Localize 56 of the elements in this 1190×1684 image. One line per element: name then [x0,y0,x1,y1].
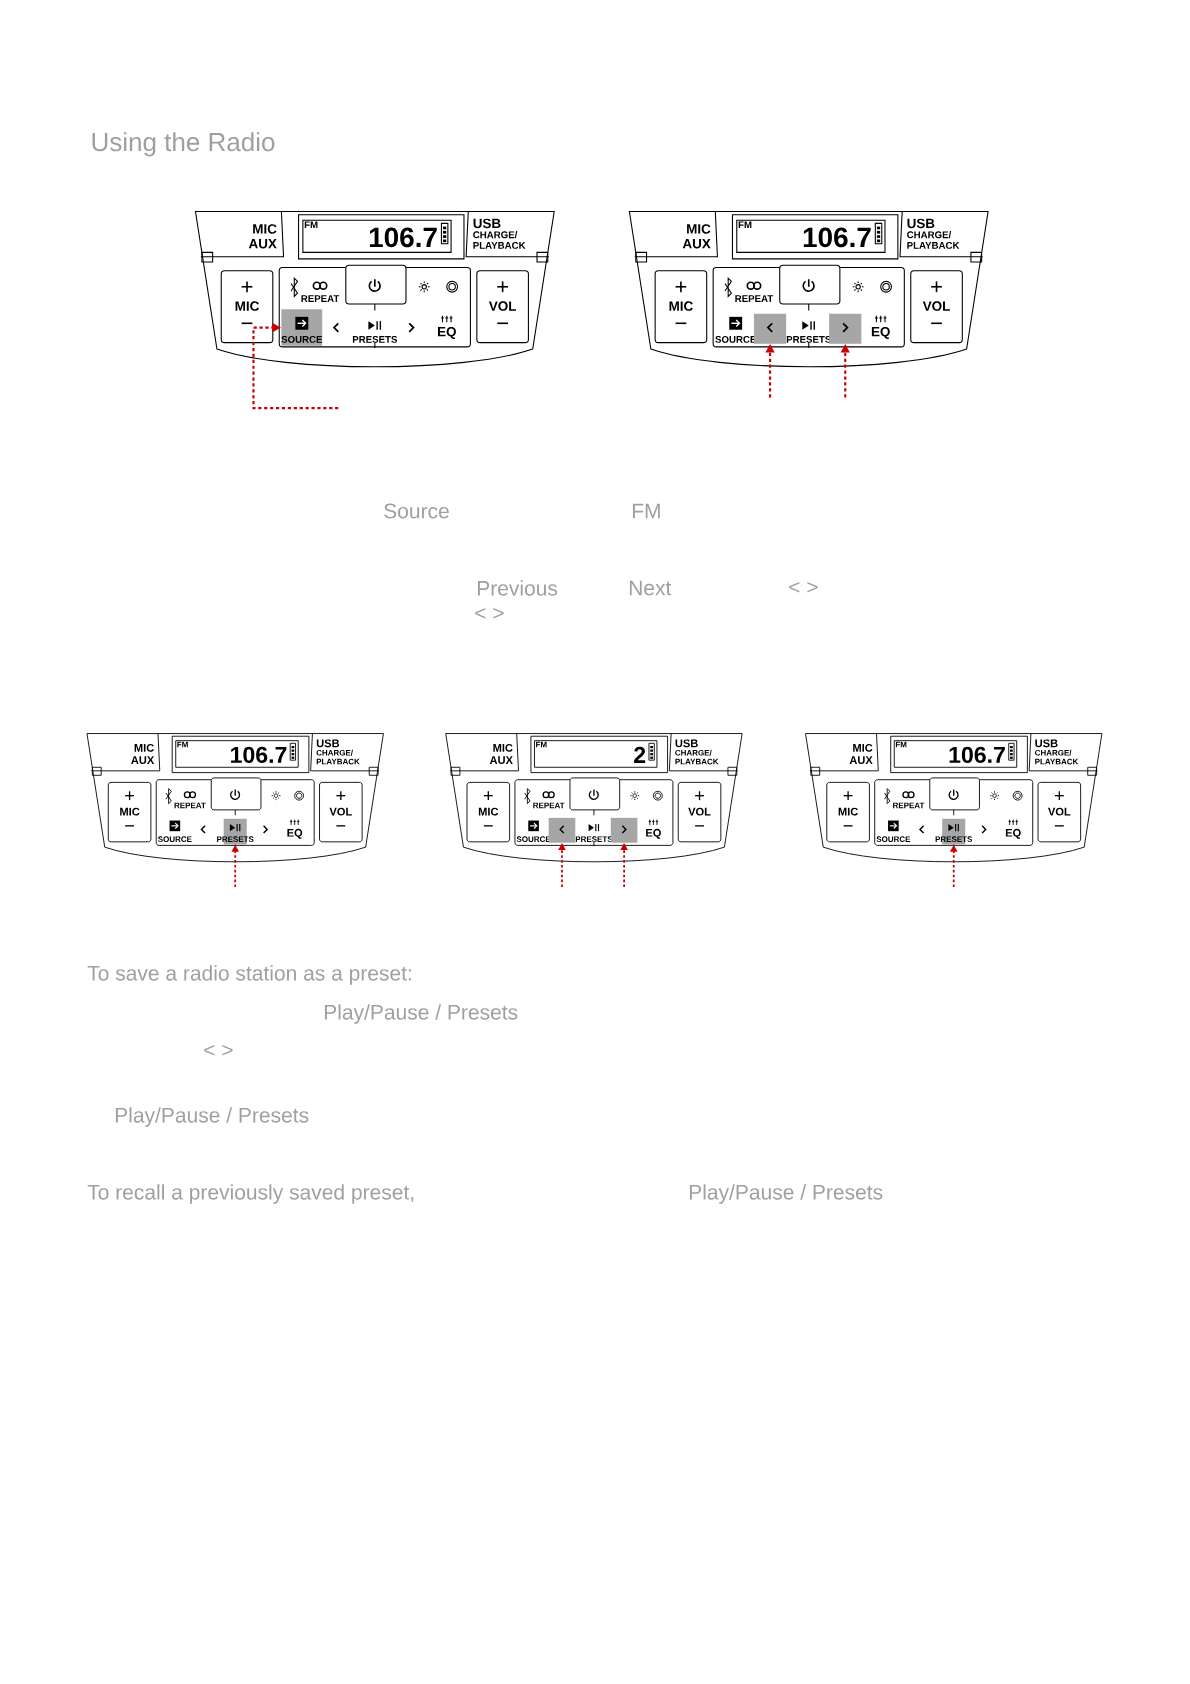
panel-label: VOL [922,301,950,311]
panel-label: 106.7 [949,746,1005,764]
instruction-text: To save a radio station as a preset: [87,965,411,985]
highlighted-button: SOURCE [281,309,323,346]
panel-label: REPEAT [301,295,340,302]
instruction-text: Play/Pause / Presets [324,1004,518,1024]
panel-label: VOL [1048,807,1071,816]
highlighted-button [829,313,862,344]
panel-label: USB [1035,739,1058,748]
instruction-text: < > [789,581,818,593]
instruction-text: Play/Pause / Presets [115,1107,309,1127]
instruction-text: Previous [477,580,558,596]
panel-label: MIC [235,301,259,311]
panel-label: EQ [287,828,303,839]
instruction-text: FM [632,503,660,519]
panel-label: 106.7 [369,227,437,248]
panel-label: MIC [838,807,858,816]
instruction-text: Source [384,503,449,519]
panel-label: MIC AUX [682,224,711,249]
panel-label: FM [738,221,752,229]
panel-label: SOURCE [715,335,756,343]
panel-label: VOL [329,807,352,816]
panel-label: VOL [688,807,711,816]
panel-label: 106.7 [231,746,287,764]
panel-label: CHARGE/ PLAYBACK [907,231,960,249]
panel-label: PRESETS [786,335,831,343]
panel-label: MIC AUX [849,743,873,764]
instruction-text: < > [204,1044,233,1056]
highlighted-button [548,817,576,843]
panel-label: MIC [120,807,140,816]
heading: Using the Radio [92,132,275,157]
instruction-text: Next [629,580,672,596]
instruction-text: To recall a previously saved preset, [87,1184,414,1204]
panel-label: USB [316,739,340,748]
panel-label: MIC [478,807,499,816]
panel-label: USB [473,218,501,229]
highlighted-button [610,817,638,843]
panel-label: EQ [1005,828,1021,839]
panel-label: MIC AUX [248,224,277,249]
panel-label: EQ [438,326,456,339]
panel-label: MIC [669,301,693,311]
panel-label: PRESETS [352,335,397,343]
instruction-text: Play/Pause / Presets [689,1184,883,1204]
panel-label: USB [907,218,935,229]
panel-label: CHARGE/ PLAYBACK [473,231,526,249]
instruction-text: < > [475,607,504,619]
highlighted-button [753,313,787,344]
panel-label: FM [304,221,318,229]
panel-label: 106.7 [803,227,871,248]
panel-label: MIC AUX [489,743,513,764]
panel-label: USB [675,739,698,748]
leader-line [252,322,339,410]
panel-label: VOL [488,301,517,311]
panel-label: REPEAT [735,295,774,302]
panel-label: 2 [634,746,646,763]
panel-label: MIC AUX [131,743,155,764]
